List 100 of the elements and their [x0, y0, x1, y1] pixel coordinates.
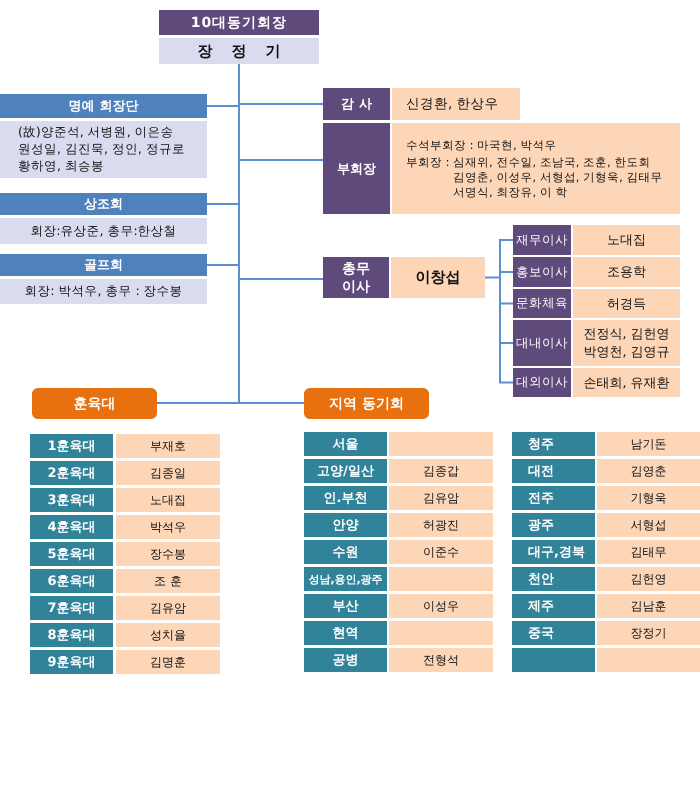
- chairman-name: 장 정 기: [197, 42, 281, 60]
- title-text: 10대동기회장: [190, 14, 288, 32]
- unit-name: 5훈육대: [47, 546, 96, 563]
- region-name: 고양/일산: [317, 463, 374, 480]
- leader-name: 김헌영: [630, 570, 666, 588]
- leader-name: 이준수: [423, 544, 459, 560]
- committee-card: [0, 193, 207, 244]
- region-name: 전주: [528, 490, 554, 507]
- member-names: 조용학: [607, 264, 646, 281]
- leader-name: 김종일: [150, 464, 186, 482]
- region-row: [304, 648, 493, 672]
- position-title: 대내이사: [516, 334, 568, 352]
- unit-row: [30, 596, 220, 620]
- officer-row: [323, 88, 520, 120]
- region-name: 부산: [332, 598, 358, 615]
- leader-name: 기형욱: [630, 490, 666, 506]
- position-title: 부회장: [337, 160, 376, 178]
- member-names: 회장:유상준, 총무:한상철: [30, 222, 177, 240]
- unit-row: [30, 569, 220, 593]
- unit-name: 6훈육대: [47, 573, 96, 590]
- leader-name: 서형섭: [630, 516, 666, 534]
- region-name: 대구,경북: [528, 544, 585, 561]
- leader-name: 김남훈: [630, 598, 666, 614]
- region-row: [512, 540, 700, 564]
- unit-name: 2훈육대: [47, 465, 96, 482]
- region-name: 안양: [332, 517, 358, 534]
- region-row: [304, 540, 493, 564]
- leader-name: 김유암: [150, 600, 186, 616]
- leader-name: 성치율: [150, 626, 186, 644]
- region-row: [304, 486, 493, 510]
- position-title: 총무 이사: [341, 260, 371, 296]
- region-row: [512, 513, 700, 537]
- member-names: 노대집: [607, 232, 646, 249]
- member-names: 전정식, 김헌영 박영천, 김영규: [582, 326, 671, 361]
- member-names: (故)양준석, 서병원, 이은송 원성일, 김진묵, 정인, 정규로 황하영, 최승봉: [18, 124, 186, 175]
- leader-name: 조 훈: [154, 572, 182, 590]
- region-row: [512, 648, 700, 672]
- region-name: 성남,용인,광주: [308, 572, 383, 586]
- leader-name: 부재호: [150, 438, 186, 454]
- section-title: 지역 동기회: [329, 394, 404, 412]
- leader-name: 이성우: [423, 598, 459, 614]
- officer-row: [513, 225, 680, 255]
- leader-name: 김영춘: [630, 462, 666, 480]
- region-name: 천안: [528, 571, 554, 588]
- region-name: 대전: [528, 463, 554, 480]
- position-title: 재무이사: [516, 232, 568, 248]
- region-row: [512, 486, 700, 510]
- member-names: 허경득: [607, 296, 646, 312]
- member-names: 회장: 박석우, 총무 : 장수봉: [24, 283, 183, 300]
- region-name: 중국: [528, 625, 554, 642]
- section-title: 훈육대: [74, 394, 116, 412]
- member-names: 수석부회장 : 마국현, 박석우: [406, 138, 556, 152]
- leader-name: 남기돈: [630, 436, 666, 452]
- region-row: [304, 459, 493, 483]
- leader-name: 김태무: [630, 544, 666, 560]
- section-header: [32, 388, 157, 419]
- region-row: [304, 594, 493, 618]
- unit-name: 8훈육대: [47, 627, 96, 644]
- unit-row: [30, 623, 220, 647]
- region-row: [512, 459, 700, 483]
- member-names: 부회장 : 심재위, 전수일, 조남국, 조훈, 한도회 김영춘, 이성우, 서형섭, 기형욱, 김태무 서명식, 최장유, 이 학: [406, 154, 664, 200]
- region-row: [304, 513, 493, 537]
- region-name: 제주: [528, 598, 554, 615]
- leader-name: 김종갑: [423, 462, 459, 480]
- region-name: 현역: [332, 625, 358, 642]
- leader-name: 김명훈: [150, 654, 186, 670]
- region-name: 서울: [332, 436, 358, 453]
- unit-name: 1훈육대: [47, 438, 96, 455]
- leader-name: 박석우: [150, 518, 186, 536]
- region-name: 청주: [528, 436, 554, 453]
- member-names: 이창섭: [416, 268, 460, 287]
- unit-name: 3훈육대: [47, 492, 96, 509]
- unit-row: [30, 461, 220, 485]
- region-name: 광주: [528, 517, 554, 534]
- committee-title: 골프회: [84, 257, 123, 274]
- position-title: 감 사: [341, 96, 372, 113]
- leader-name: 김유암: [423, 490, 459, 506]
- region-row: [512, 621, 700, 645]
- unit-row: [30, 434, 220, 458]
- committee-title: 상조회: [84, 196, 123, 213]
- unit-row: [30, 650, 220, 674]
- unit-name: 4훈육대: [47, 519, 96, 536]
- position-title: 홍보이사: [516, 264, 568, 280]
- committee-card: [0, 94, 207, 178]
- unit-name: 7훈육대: [47, 600, 96, 617]
- unit-row: [30, 488, 220, 512]
- officer-row: [323, 257, 485, 298]
- officer-row: [513, 257, 680, 287]
- unit-name: 9훈육대: [47, 654, 96, 671]
- officer-row: [513, 320, 680, 366]
- position-title: 대외이사: [516, 374, 568, 391]
- region-row: [304, 567, 493, 591]
- connector-line: [238, 64, 304, 404]
- region-row: [512, 432, 700, 456]
- leader-name: 전형석: [423, 652, 459, 668]
- position-title: 문화체육: [516, 295, 568, 312]
- region-row: [304, 432, 493, 456]
- committee-title: 명예 회장단: [68, 98, 138, 115]
- committee-card: [0, 254, 207, 304]
- region-name: 공병: [332, 652, 358, 669]
